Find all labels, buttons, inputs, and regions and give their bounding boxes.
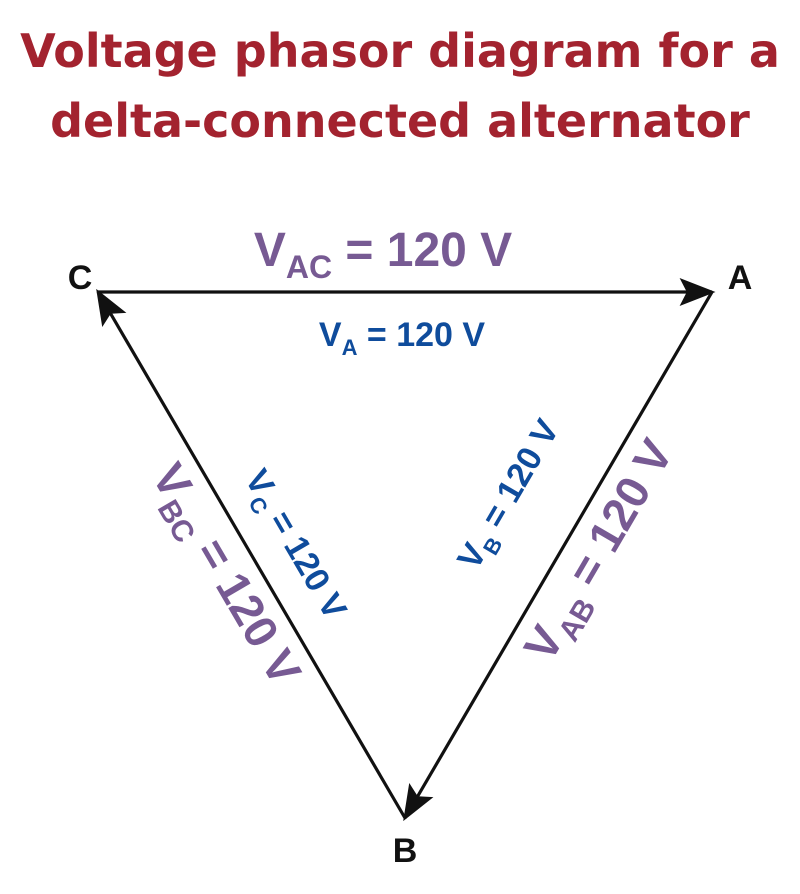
phasor-edge-b-to-c (96, 288, 407, 819)
line-voltage-ac-subscript: AC (286, 249, 332, 285)
title-line-2: delta-connected alternator (50, 94, 750, 148)
phase-voltage-b-label: VB = 120 V (450, 413, 572, 579)
phase-voltage-a-symbol: V (319, 316, 342, 354)
line-voltage-bc-label: VBC = 120 V (135, 454, 311, 698)
vertex-label-a: A (728, 259, 753, 297)
phase-voltage-a-subscript: A (342, 335, 358, 360)
phase-voltage-a-label: VA = 120 V (319, 316, 486, 360)
phasor-edge-a-to-b (403, 291, 714, 822)
phase-voltage-a-value: = 120 V (357, 316, 485, 354)
diagram-title: Voltage phasor diagram for a delta-conne… (0, 16, 800, 156)
line-voltage-ac-symbol: V (254, 224, 286, 277)
line-voltage-ac-label: VAC = 120 V (254, 224, 512, 285)
vertex-label-b: B (393, 832, 418, 870)
vertex-label-c: C (68, 259, 93, 297)
phase-voltage-b-value: = 120 V (470, 413, 567, 543)
title-line-1: Voltage phasor diagram for a (20, 24, 780, 78)
line-voltage-ac-value: = 120 V (332, 224, 512, 277)
